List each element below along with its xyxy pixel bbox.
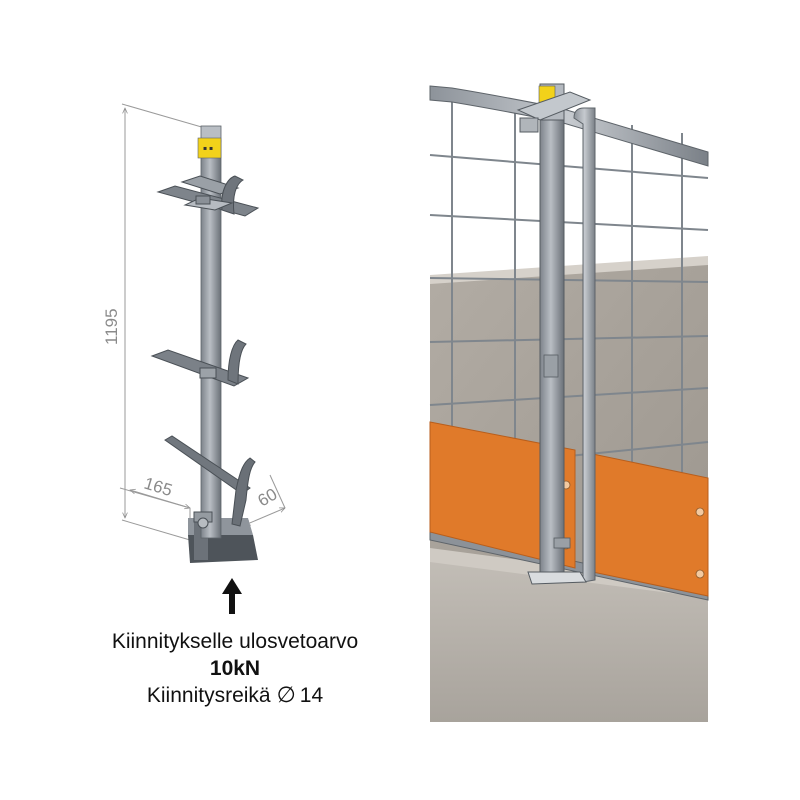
top-clamp <box>156 175 260 217</box>
concrete-slab <box>430 560 708 722</box>
diameter-symbol-icon: ∅ <box>276 683 296 708</box>
caption-hole-size: Kiinnitysreikä∅14 <box>60 683 410 708</box>
toe-board-right <box>582 451 709 597</box>
load-direction-arrow-icon <box>222 578 242 614</box>
caption-hole-label: Kiinnitysreikä <box>146 684 271 707</box>
top-rail <box>429 85 709 167</box>
caption-hole-value: 14 <box>299 684 324 707</box>
toe-board-left <box>429 421 576 569</box>
left-post-drawing: 1195 165 60 ▪ ▪ <box>102 103 285 563</box>
installed-post <box>516 83 592 585</box>
lower-bracket <box>164 435 256 529</box>
caption-pullout-text: Kiinnitykselle ulosvetoarvo <box>111 630 359 653</box>
dimension-height-label: 1195 <box>102 308 121 345</box>
left-post: ▪ ▪ <box>197 125 222 539</box>
svg-text:▪ ▪: ▪ ▪ <box>203 145 213 152</box>
middle-clamp <box>150 339 250 387</box>
installed-scene <box>429 83 709 722</box>
caption-pullout-value: 10kN <box>209 657 261 680</box>
yellow-label-icon <box>197 137 222 159</box>
vertical-tube <box>573 107 596 583</box>
